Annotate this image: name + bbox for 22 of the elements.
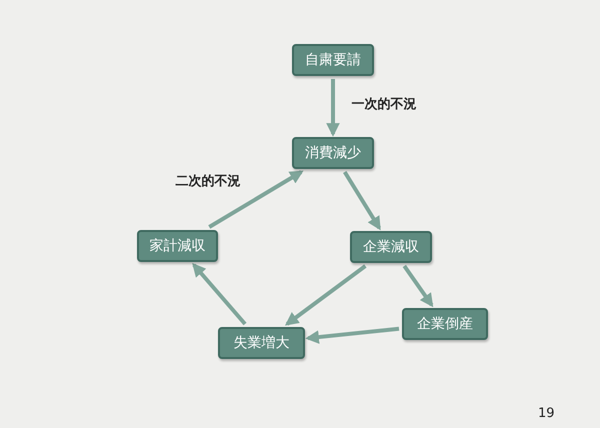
arrow	[402, 264, 434, 308]
box-label: 自粛要請	[305, 51, 361, 69]
edge-label: 二次的不況	[174, 172, 242, 190]
page-number: 19	[538, 406, 555, 421]
process-box	[402, 308, 488, 340]
arrow	[326, 79, 340, 137]
arrow	[343, 170, 381, 230]
process-box	[292, 137, 374, 169]
arrow	[208, 170, 304, 229]
arrow	[192, 262, 247, 326]
arrow	[305, 326, 400, 344]
box-label: 企業減収	[363, 238, 419, 256]
process-box	[218, 327, 305, 359]
box-label: 企業倒産	[417, 315, 473, 333]
box-label: 家計減収	[150, 237, 206, 255]
process-box	[350, 231, 432, 263]
process-box	[292, 44, 374, 76]
edge-label: 一次的不況	[350, 95, 418, 113]
box-label: 失業増大	[234, 334, 290, 352]
process-box	[137, 230, 218, 262]
arrow	[284, 264, 367, 326]
box-label: 消費減少	[305, 144, 361, 162]
